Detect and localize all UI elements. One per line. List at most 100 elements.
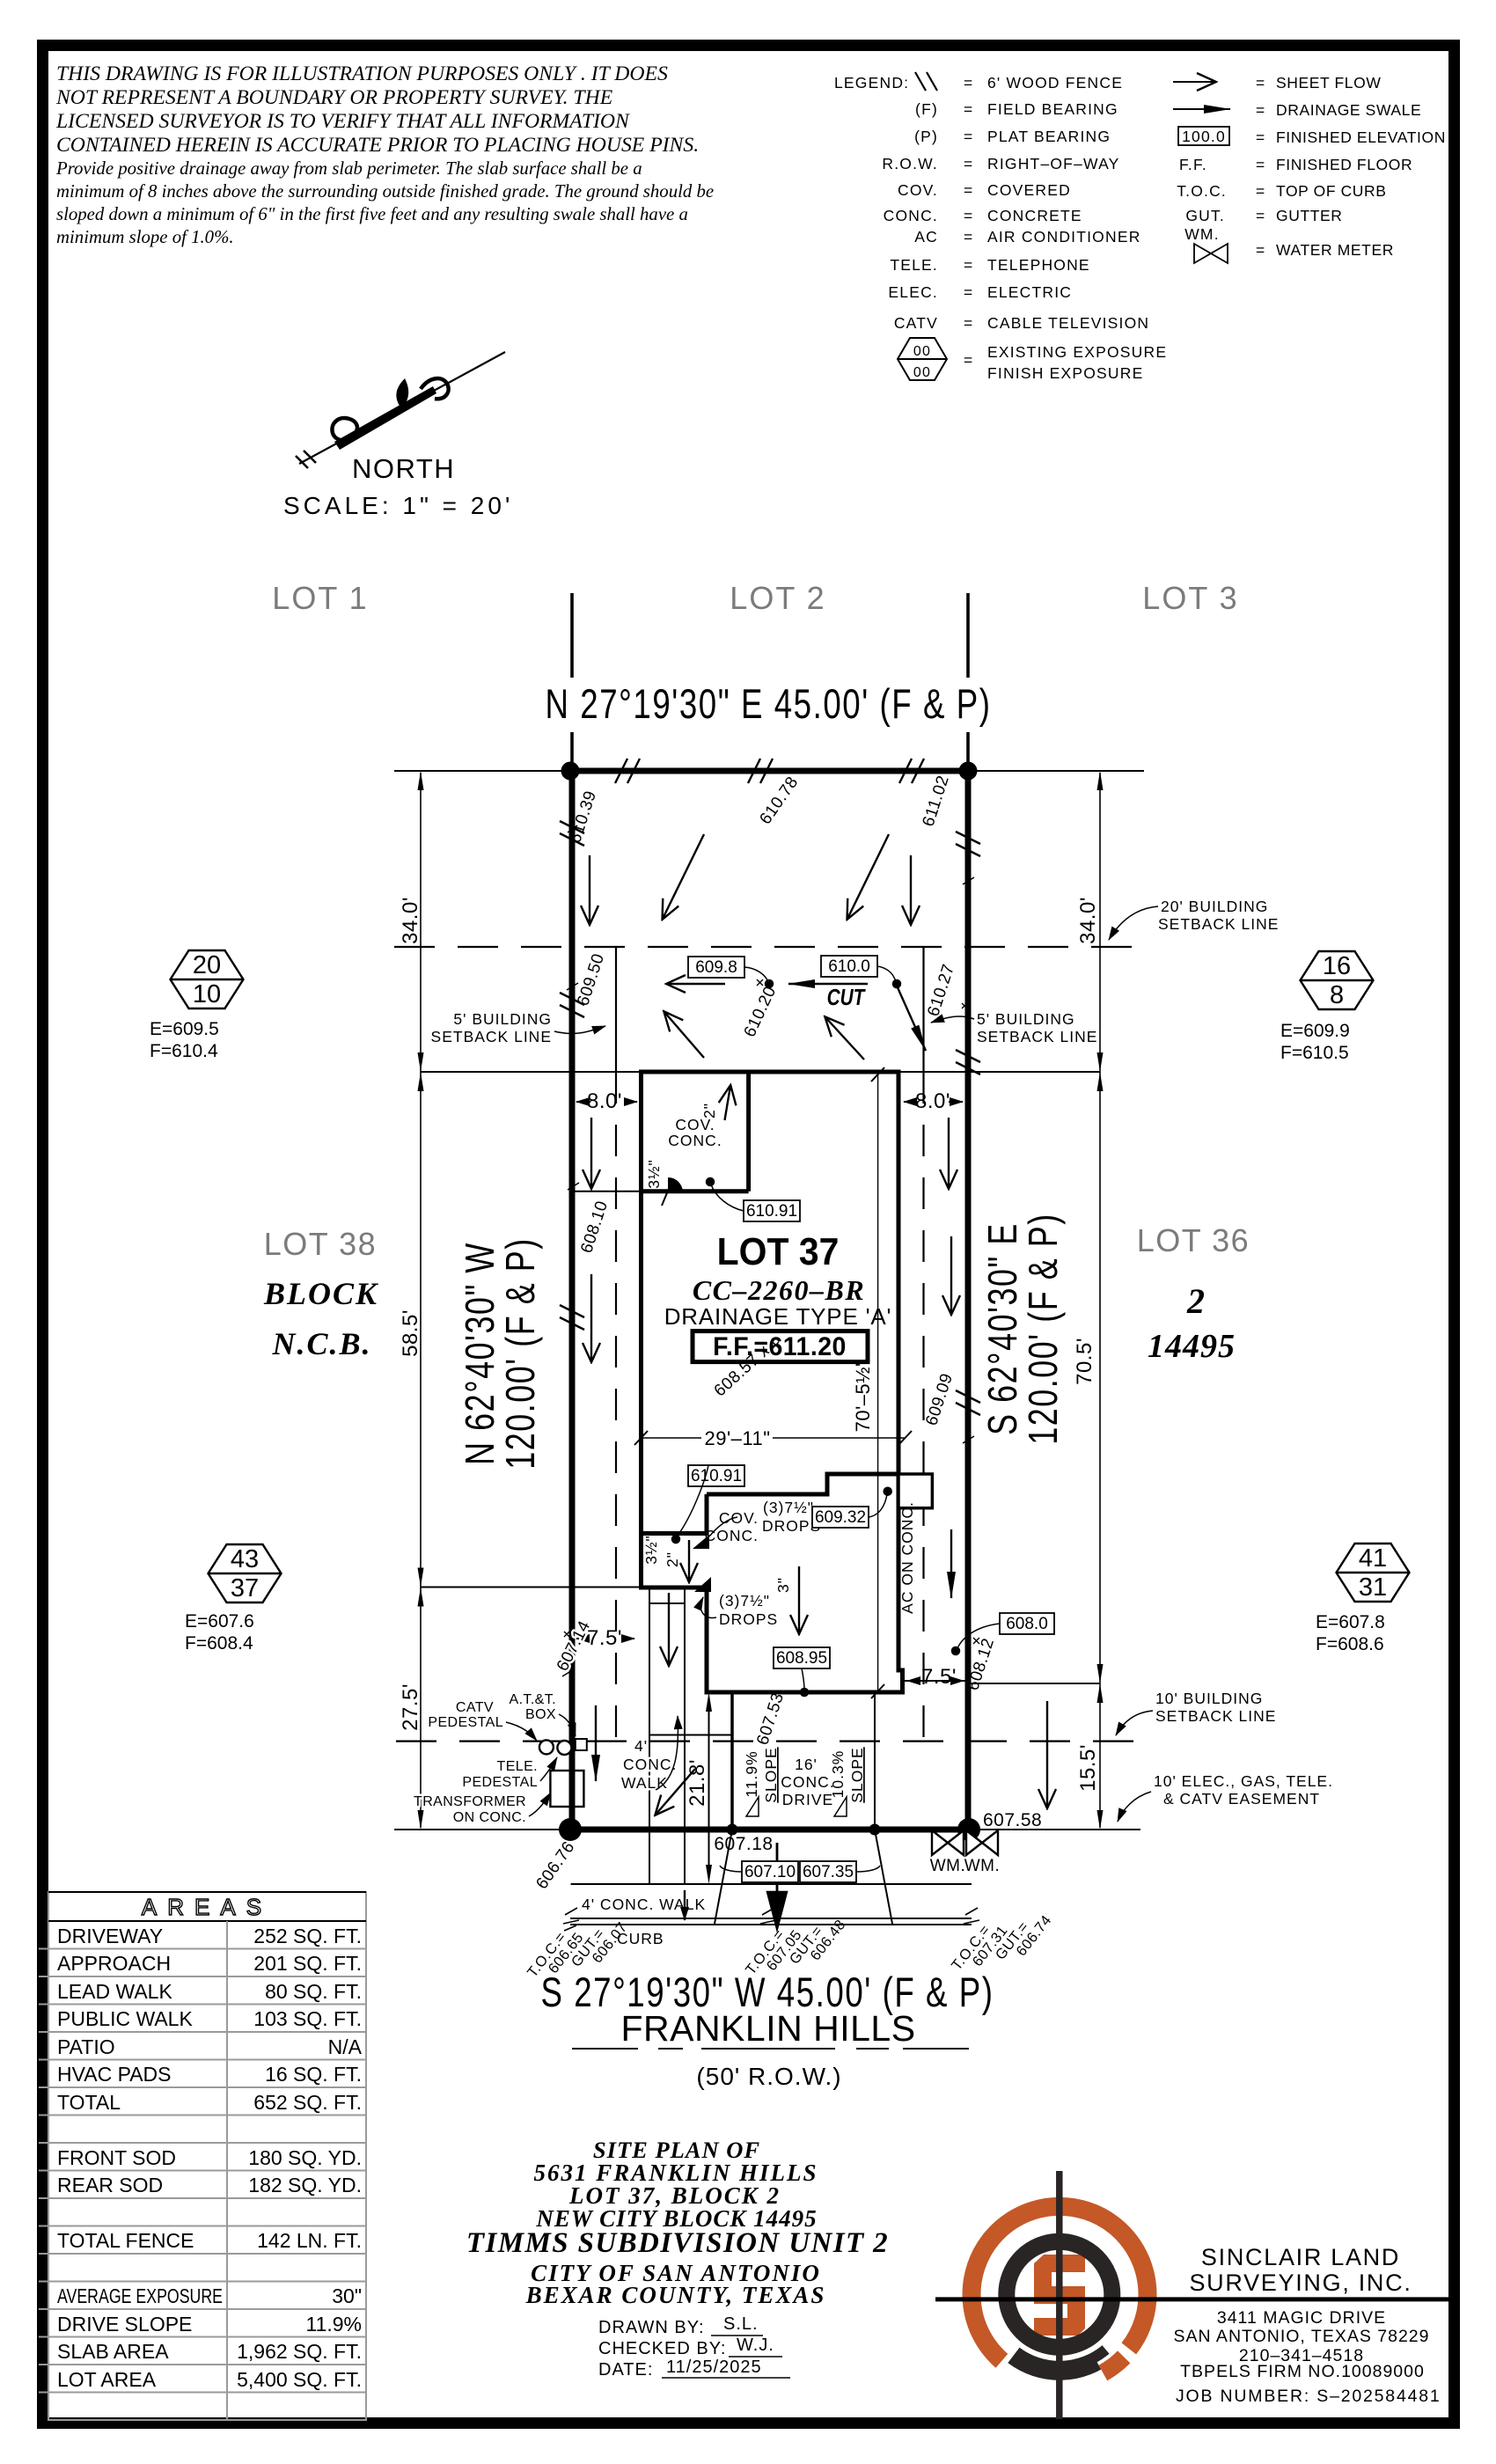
svg-text:=: = — [964, 207, 973, 224]
svg-text:S 27°19'30" W 45.00' (F & P): S 27°19'30" W 45.00' (F & P) — [540, 1969, 994, 2015]
svg-text:PATIO: PATIO — [57, 2035, 115, 2058]
svg-text:minimum slope of 1.0%.: minimum slope of 1.0%. — [56, 227, 234, 247]
svg-text:F=608.6: F=608.6 — [1316, 1634, 1384, 1654]
svg-text:F=610.5: F=610.5 — [1280, 1043, 1349, 1063]
svg-text:T.O.C.: T.O.C. — [1177, 182, 1227, 200]
svg-text:16 SQ. FT.: 16 SQ. FT. — [265, 2063, 362, 2086]
svg-text:11/25/2025: 11/25/2025 — [666, 2358, 762, 2377]
svg-text:HVAC PADS: HVAC PADS — [57, 2063, 172, 2086]
svg-text:58.5': 58.5' — [399, 1309, 422, 1357]
svg-text:TELEPHONE: TELEPHONE — [987, 256, 1090, 274]
svg-text:S 62°40'30" E: S 62°40'30" E — [980, 1222, 1025, 1435]
svg-text:CONC.: CONC. — [668, 1132, 722, 1149]
svg-text:DATE:: DATE: — [598, 2360, 653, 2380]
svg-text:SURVEYING, INC.: SURVEYING, INC. — [1189, 2270, 1412, 2296]
svg-text:F.F.=611.20: F.F.=611.20 — [713, 1332, 847, 1361]
svg-text:182 SQ. YD.: 182 SQ. YD. — [248, 2174, 362, 2196]
svg-text:SAN ANTONIO, TEXAS 78229: SAN ANTONIO, TEXAS 78229 — [1174, 2327, 1430, 2346]
svg-text:SITE PLAN OF: SITE PLAN OF — [593, 2137, 760, 2163]
svg-text:CABLE TELEVISION: CABLE TELEVISION — [987, 314, 1149, 332]
svg-text:252 SQ. FT.: 252 SQ. FT. — [253, 1925, 362, 1947]
svg-text:(P): (P) — [914, 128, 938, 145]
svg-text:SCALE: 1" = 20': SCALE: 1" = 20' — [283, 492, 513, 519]
svg-text:609.32: 609.32 — [815, 1508, 866, 1527]
svg-text:3½": 3½" — [642, 1535, 660, 1565]
svg-text:NEW CITY BLOCK 14495: NEW CITY BLOCK 14495 — [535, 2205, 817, 2232]
svg-text:DROPS: DROPS — [719, 1610, 778, 1628]
svg-text:TELE.: TELE. — [497, 1759, 538, 1774]
svg-text:10: 10 — [193, 980, 221, 1008]
svg-text:AREAS: AREAS — [142, 1894, 272, 1920]
svg-text:PEDESTAL: PEDESTAL — [428, 1715, 503, 1730]
svg-text:GUTTER: GUTTER — [1276, 207, 1343, 224]
svg-text:=: = — [1256, 156, 1265, 173]
svg-text:WM.: WM. — [930, 1857, 966, 1875]
svg-text:LICENSED SURVEYOR IS TO VERIFY: LICENSED SURVEYOR IS TO VERIFY THAT ALL … — [55, 110, 630, 133]
svg-text:E=609.5: E=609.5 — [150, 1019, 219, 1039]
svg-text:=: = — [1256, 74, 1265, 92]
svg-text:607.10: 607.10 — [744, 1863, 796, 1881]
svg-text:8: 8 — [1330, 981, 1344, 1009]
svg-text:WM.: WM. — [1184, 225, 1220, 243]
svg-text:10.3%: 10.3% — [829, 1750, 847, 1799]
svg-text:CUT: CUT — [827, 985, 867, 1010]
svg-text:=: = — [1256, 207, 1265, 224]
svg-text:E=607.8: E=607.8 — [1316, 1612, 1385, 1632]
svg-text:BLOCK: BLOCK — [263, 1276, 379, 1311]
svg-text:N.C.B.: N.C.B. — [271, 1326, 371, 1361]
svg-text:2: 2 — [1186, 1281, 1205, 1321]
svg-text:PUBLIC WALK: PUBLIC WALK — [57, 2007, 193, 2030]
svg-text:30": 30" — [332, 2284, 362, 2307]
svg-text:2": 2" — [664, 1551, 681, 1567]
svg-text:70.5': 70.5' — [1073, 1338, 1096, 1385]
svg-text:609.8: 609.8 — [695, 958, 737, 977]
svg-text:SETBACK LINE: SETBACK LINE — [1155, 1707, 1276, 1725]
svg-text:CATV: CATV — [456, 1700, 494, 1715]
svg-text:608.0: 608.0 — [1006, 1615, 1048, 1633]
svg-text:FINISH EXPOSURE: FINISH EXPOSURE — [987, 364, 1143, 382]
svg-text:Provide positive drainage away: Provide positive drainage away from slab… — [55, 158, 642, 179]
svg-text:ON CONC.: ON CONC. — [453, 1810, 526, 1825]
svg-text:WATER METER: WATER METER — [1276, 241, 1394, 259]
svg-text:34.0': 34.0' — [399, 897, 422, 944]
svg-text:5631 FRANKLIN HILLS: 5631 FRANKLIN HILLS — [533, 2160, 818, 2186]
svg-text:43: 43 — [231, 1545, 259, 1573]
svg-text:=: = — [1256, 101, 1265, 119]
svg-text:TOTAL FENCE: TOTAL FENCE — [57, 2229, 194, 2252]
svg-text:A.T.&T.: A.T.&T. — [510, 1692, 556, 1707]
svg-text:CONTAINED HEREIN IS ACCURATE P: CONTAINED HEREIN IS ACCURATE PRIOR TO PL… — [56, 134, 699, 157]
svg-text:SETBACK LINE: SETBACK LINE — [1158, 915, 1279, 933]
svg-text:LOT 37: LOT 37 — [717, 1231, 840, 1274]
svg-text:PEDESTAL: PEDESTAL — [462, 1775, 538, 1790]
svg-text:CONCRETE: CONCRETE — [987, 207, 1082, 224]
svg-text:N 62°40'30" W: N 62°40'30" W — [458, 1242, 502, 1465]
svg-text:=: = — [1256, 182, 1265, 200]
svg-text:5' BUILDING: 5' BUILDING — [977, 1010, 1075, 1028]
svg-text:FINISHED FLOOR: FINISHED FLOOR — [1276, 156, 1412, 173]
svg-text:=: = — [964, 128, 973, 145]
svg-text:120.00' (F & P): 120.00' (F & P) — [498, 1237, 543, 1470]
svg-text:29'–11": 29'–11" — [704, 1427, 770, 1449]
svg-text:103 SQ. FT.: 103 SQ. FT. — [253, 2007, 362, 2030]
svg-text:TRANSFORMER: TRANSFORMER — [414, 1794, 526, 1809]
svg-text:WALK: WALK — [621, 1774, 668, 1792]
svg-text:SLOPE: SLOPE — [762, 1747, 780, 1802]
svg-text:E=607.6: E=607.6 — [185, 1611, 254, 1632]
svg-text:CHECKED BY:: CHECKED BY: — [598, 2339, 726, 2358]
svg-text:GUT.: GUT. — [1185, 207, 1225, 224]
svg-text:=: = — [964, 228, 973, 246]
svg-text:S.L.: S.L. — [723, 2314, 759, 2334]
svg-text:COVERED: COVERED — [987, 181, 1071, 199]
svg-text:DRIVE: DRIVE — [782, 1791, 833, 1808]
svg-text:=: = — [964, 155, 973, 172]
svg-text:(F): (F) — [915, 100, 938, 118]
svg-text:4': 4' — [634, 1737, 648, 1755]
svg-text:CC–2260–BR: CC–2260–BR — [693, 1274, 865, 1306]
svg-text:=: = — [964, 283, 973, 301]
svg-text:607.18: 607.18 — [714, 1834, 773, 1854]
svg-text:TIMMS SUBDIVISION UNIT 2: TIMMS SUBDIVISION UNIT 2 — [466, 2227, 889, 2259]
svg-text:31: 31 — [1359, 1573, 1387, 1602]
svg-text:NORTH: NORTH — [352, 453, 455, 484]
svg-text:201 SQ. FT.: 201 SQ. FT. — [253, 1952, 362, 1975]
svg-text:=: = — [1256, 241, 1265, 259]
